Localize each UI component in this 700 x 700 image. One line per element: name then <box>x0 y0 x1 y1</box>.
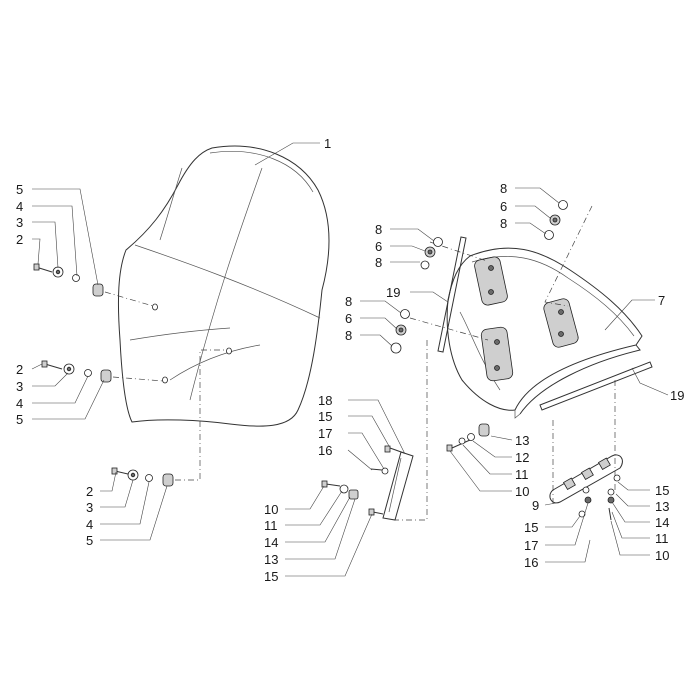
callout-14: 14 <box>264 535 278 550</box>
callout-10: 10 <box>264 502 278 517</box>
callout-19: 19 <box>670 388 684 403</box>
lower-left-fastener-stack <box>111 349 226 487</box>
callout-17: 17 <box>318 426 332 441</box>
middle-left-fastener-stack <box>41 360 164 383</box>
callout-13: 13 <box>264 552 278 567</box>
callout-19: 19 <box>386 285 400 300</box>
callout-3: 3 <box>16 215 23 230</box>
callout-15: 15 <box>524 520 538 535</box>
callout-3: 3 <box>16 379 23 394</box>
callout-8: 8 <box>500 216 507 231</box>
upper-right-grommets <box>544 200 568 240</box>
callout-5: 5 <box>86 533 93 548</box>
callout-8: 8 <box>345 294 352 309</box>
mounting-bracket <box>395 205 643 521</box>
windshield <box>117 145 330 427</box>
callout-9: 9 <box>532 498 539 513</box>
callout-8: 8 <box>500 181 507 196</box>
callout-16: 16 <box>524 555 538 570</box>
callout-6: 6 <box>345 311 352 326</box>
upper-center-grommets <box>420 237 443 270</box>
callout-6: 6 <box>375 239 382 254</box>
callout-13: 13 <box>655 499 669 514</box>
leader-lines <box>31 142 669 577</box>
callout-4: 4 <box>16 396 23 411</box>
callout-8: 8 <box>375 222 382 237</box>
callout-16: 16 <box>318 443 332 458</box>
callout-8: 8 <box>345 328 352 343</box>
seal-strip-left <box>437 236 467 353</box>
callout-18: 18 <box>318 393 332 408</box>
callout-5: 5 <box>16 412 23 427</box>
callout-4: 4 <box>86 517 93 532</box>
lower-center-bracket <box>321 445 414 521</box>
callout-12: 12 <box>515 450 529 465</box>
callout-13: 13 <box>515 433 529 448</box>
center-right-fastener-stack <box>446 423 490 452</box>
callout-2: 2 <box>16 362 23 377</box>
callout-1: 1 <box>324 136 331 151</box>
callout-11: 11 <box>515 467 529 482</box>
callout-8: 8 <box>375 255 382 270</box>
callout-2: 2 <box>86 484 93 499</box>
callout-6: 6 <box>500 199 507 214</box>
callout-2: 2 <box>16 232 23 247</box>
callout-7: 7 <box>658 293 665 308</box>
seal-strip-right <box>539 361 653 411</box>
callout-10: 10 <box>515 484 529 499</box>
callout-3: 3 <box>86 500 93 515</box>
callout-labels: 1 5 4 3 2 2 3 4 5 2 3 4 5 8 6 8 8 6 8 19… <box>16 136 684 584</box>
callout-11: 11 <box>655 531 669 546</box>
callout-15: 15 <box>264 569 278 584</box>
callout-10: 10 <box>655 548 669 563</box>
callout-15: 15 <box>318 409 332 424</box>
callout-11: 11 <box>264 518 278 533</box>
callout-14: 14 <box>655 515 669 530</box>
middle-center-grommets <box>390 309 410 354</box>
callout-4: 4 <box>16 199 23 214</box>
lower-right-clamp-plate <box>549 454 623 521</box>
callout-5: 5 <box>16 182 23 197</box>
callout-17: 17 <box>524 538 538 553</box>
callout-15: 15 <box>655 483 669 498</box>
upper-left-fastener-stack <box>33 263 154 307</box>
